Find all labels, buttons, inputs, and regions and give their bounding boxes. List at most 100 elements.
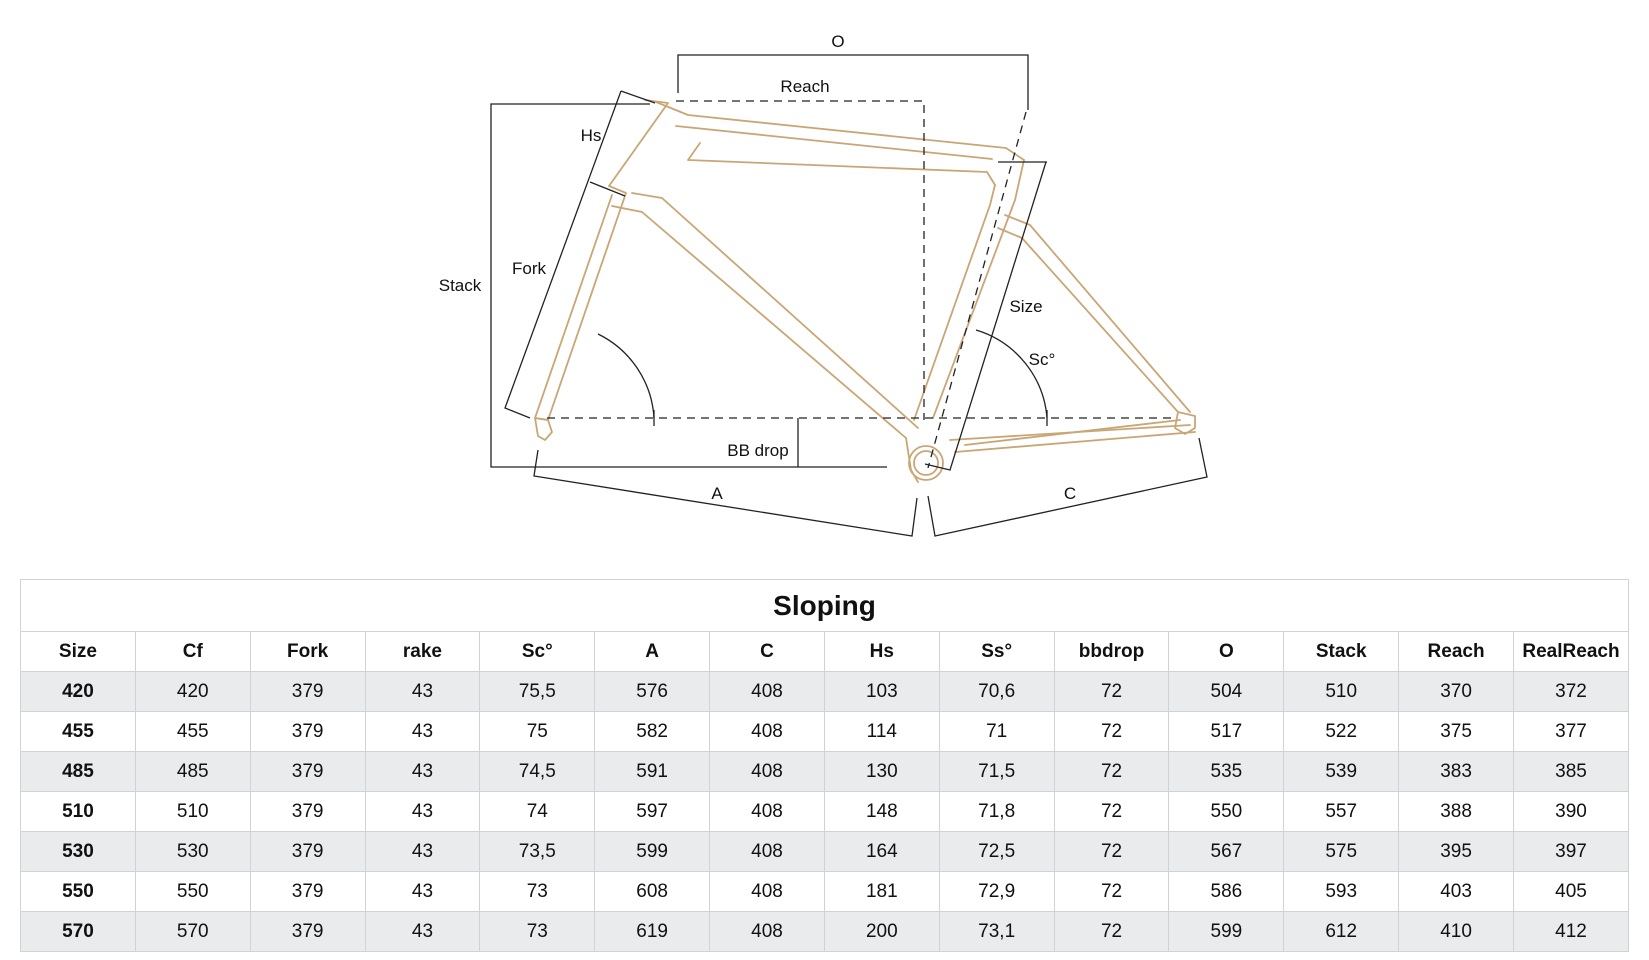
table-cell: 612 bbox=[1283, 911, 1400, 952]
table-cell: 485 bbox=[134, 751, 251, 792]
table-cell: 408 bbox=[709, 711, 825, 752]
table-cell: 71,5 bbox=[938, 751, 1055, 792]
column-header: RealReach bbox=[1512, 631, 1630, 672]
table-cell: 73,1 bbox=[938, 911, 1055, 952]
column-header: Ss° bbox=[938, 631, 1055, 672]
bike-frame-outline bbox=[534, 99, 1196, 483]
table-cell: 379 bbox=[249, 831, 366, 872]
table-cell: 510 bbox=[20, 791, 136, 832]
table-cell: 408 bbox=[709, 751, 825, 792]
table-cell: 408 bbox=[709, 831, 825, 872]
table-cell: 408 bbox=[709, 671, 825, 712]
table-cell: 43 bbox=[364, 871, 481, 912]
table-cell: 530 bbox=[134, 831, 251, 872]
table-cell: 408 bbox=[709, 871, 825, 912]
column-header: Reach bbox=[1398, 631, 1514, 672]
table-cell: 485 bbox=[20, 751, 136, 792]
column-header: C bbox=[709, 631, 825, 672]
table-cell: 570 bbox=[134, 911, 251, 952]
column-header: Sc° bbox=[479, 631, 596, 672]
table-cell: 75,5 bbox=[479, 671, 596, 712]
table-cell: 114 bbox=[823, 711, 940, 752]
table-cell: 510 bbox=[1283, 671, 1400, 712]
table-cell: 72 bbox=[1053, 671, 1170, 712]
table-cell: 405 bbox=[1512, 871, 1630, 912]
table-cell: 504 bbox=[1168, 671, 1285, 712]
table-cell: 455 bbox=[134, 711, 251, 752]
table-cell: 570 bbox=[20, 911, 136, 952]
table-cell: 72 bbox=[1053, 751, 1170, 792]
column-header: Cf bbox=[134, 631, 251, 672]
table-cell: 200 bbox=[823, 911, 940, 952]
table-cell: 403 bbox=[1398, 871, 1514, 912]
table-cell: 43 bbox=[364, 751, 481, 792]
table-cell: 181 bbox=[823, 871, 940, 912]
table-title: Sloping bbox=[20, 579, 1629, 632]
label-size: Size bbox=[1009, 297, 1042, 316]
table-cell: 379 bbox=[249, 911, 366, 952]
table-cell: 370 bbox=[1398, 671, 1514, 712]
table-cell: 72,9 bbox=[938, 871, 1055, 912]
table-cell: 379 bbox=[249, 711, 366, 752]
table-cell: 43 bbox=[364, 791, 481, 832]
table-cell: 75 bbox=[479, 711, 596, 752]
label-fork: Fork bbox=[512, 259, 547, 278]
table-cell: 130 bbox=[823, 751, 940, 792]
table-cell: 148 bbox=[823, 791, 940, 832]
table-cell: 608 bbox=[594, 871, 711, 912]
column-header: rake bbox=[364, 631, 481, 672]
column-header: O bbox=[1168, 631, 1285, 672]
table-cell: 599 bbox=[1168, 911, 1285, 952]
table-cell: 593 bbox=[1283, 871, 1400, 912]
table-cell: 408 bbox=[709, 791, 825, 832]
table-cell: 43 bbox=[364, 711, 481, 752]
table-cell: 575 bbox=[1283, 831, 1400, 872]
table-cell: 530 bbox=[20, 831, 136, 872]
dimension-lines bbox=[490, 54, 1208, 537]
table-cell: 73 bbox=[479, 871, 596, 912]
frame-geometry-diagram: O Reach Hs Stack Fork Size Sc° BB drop A… bbox=[439, 32, 1208, 537]
table-cell: 164 bbox=[823, 831, 940, 872]
table-cell: 379 bbox=[249, 871, 366, 912]
table-cell: 420 bbox=[134, 671, 251, 712]
table-cell: 73 bbox=[479, 911, 596, 952]
table-cell: 576 bbox=[594, 671, 711, 712]
column-header: Stack bbox=[1283, 631, 1400, 672]
table-cell: 72,5 bbox=[938, 831, 1055, 872]
table-cell: 71 bbox=[938, 711, 1055, 752]
table-cell: 591 bbox=[594, 751, 711, 792]
table-cell: 550 bbox=[1168, 791, 1285, 832]
table-cell: 597 bbox=[594, 791, 711, 832]
table-cell: 390 bbox=[1512, 791, 1630, 832]
table-cell: 388 bbox=[1398, 791, 1514, 832]
table-cell: 619 bbox=[594, 911, 711, 952]
label-reach: Reach bbox=[780, 77, 829, 96]
table-cell: 72 bbox=[1053, 871, 1170, 912]
table-cell: 74 bbox=[479, 791, 596, 832]
column-header: Size bbox=[20, 631, 136, 672]
table-cell: 385 bbox=[1512, 751, 1630, 792]
table-cell: 375 bbox=[1398, 711, 1514, 752]
table-cell: 71,8 bbox=[938, 791, 1055, 832]
column-header: bbdrop bbox=[1053, 631, 1170, 672]
table-cell: 517 bbox=[1168, 711, 1285, 752]
table-cell: 557 bbox=[1283, 791, 1400, 832]
table-cell: 412 bbox=[1512, 911, 1630, 952]
table-cell: 550 bbox=[134, 871, 251, 912]
table-cell: 43 bbox=[364, 831, 481, 872]
table-cell: 379 bbox=[249, 791, 366, 832]
table-cell: 535 bbox=[1168, 751, 1285, 792]
table-cell: 379 bbox=[249, 751, 366, 792]
table-cell: 567 bbox=[1168, 831, 1285, 872]
label-stack: Stack bbox=[439, 276, 482, 295]
table-cell: 73,5 bbox=[479, 831, 596, 872]
